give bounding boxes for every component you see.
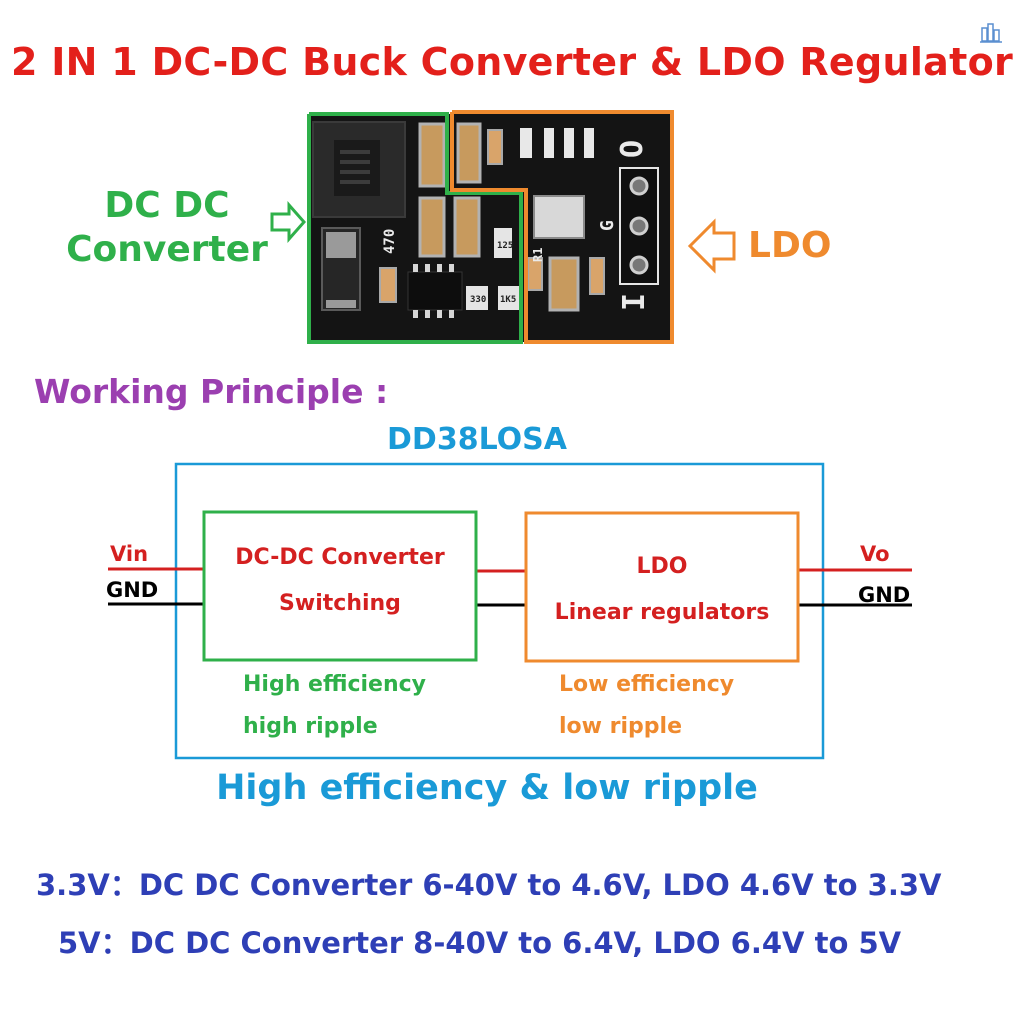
dcdc-label-line1: DC DC (104, 185, 230, 226)
pcb-g-mark: G (597, 220, 618, 231)
ldo-block-line2: Linear regulators (554, 600, 770, 625)
pcb-470-mark: 470 (382, 229, 398, 254)
ldo-note2: low ripple (559, 714, 682, 739)
dcdc-note1: High efficiency (243, 672, 427, 697)
pcb-125-mark: 125 (497, 241, 513, 251)
ldo-block-text: LDO Linear regulators (526, 544, 798, 636)
gnd-out-label: GND (858, 583, 911, 607)
pcb-o-mark: O (615, 140, 650, 158)
vo-label: Vo (860, 542, 890, 566)
ldo-note1: Low efficiency (559, 672, 735, 697)
chip-boundary (174, 462, 825, 760)
ldo-block (524, 511, 800, 663)
spec-3v3: 3.3V：DC DC Converter 6-40V to 4.6V, LDO … (36, 868, 942, 902)
summary-text: High efficiency & low ripple (216, 768, 758, 808)
dcdc-block-text: DC-DC Converter Switching (204, 535, 476, 627)
ldo-chip (533, 195, 585, 239)
pcb-330-mark: 330 (470, 295, 486, 305)
ic-chip (407, 271, 463, 311)
chip-name: DD38LOSA (387, 422, 567, 457)
spec-5v: 5V：DC DC Converter 8-40V to 6.4V, LDO 6.… (58, 926, 902, 960)
pcb-r1-mark: R1 (531, 248, 545, 262)
vin-label: Vin (110, 542, 149, 566)
dcdc-block-line1: DC-DC Converter (235, 545, 445, 570)
left-arrow-icon (687, 218, 736, 274)
working-principle-heading: Working Principle : (34, 372, 389, 411)
pcb-1k5-mark: 1K5 (500, 295, 516, 305)
page-title: 2 IN 1 DC-DC Buck Converter & LDO Regula… (10, 40, 1014, 84)
dcdc-board-label: DC DC Converter (66, 184, 268, 272)
pcb-i-mark: I (617, 293, 652, 311)
ldo-notes: Low efficiency low ripple (559, 664, 734, 748)
dcdc-block (202, 510, 478, 662)
gnd-in-label: GND (106, 578, 159, 602)
dcdc-outline (307, 112, 523, 344)
dcdc-block-line2: Switching (279, 591, 401, 616)
ldo-board-label: LDO (748, 225, 832, 266)
dcdc-notes: High efficiency high ripple (243, 664, 426, 748)
dcdc-note2: high ripple (243, 714, 378, 739)
ldo-block-line1: LDO (636, 554, 688, 579)
dcdc-label-line2: Converter (66, 229, 268, 270)
ldo-outline (450, 110, 674, 344)
right-arrow-icon (270, 201, 307, 243)
